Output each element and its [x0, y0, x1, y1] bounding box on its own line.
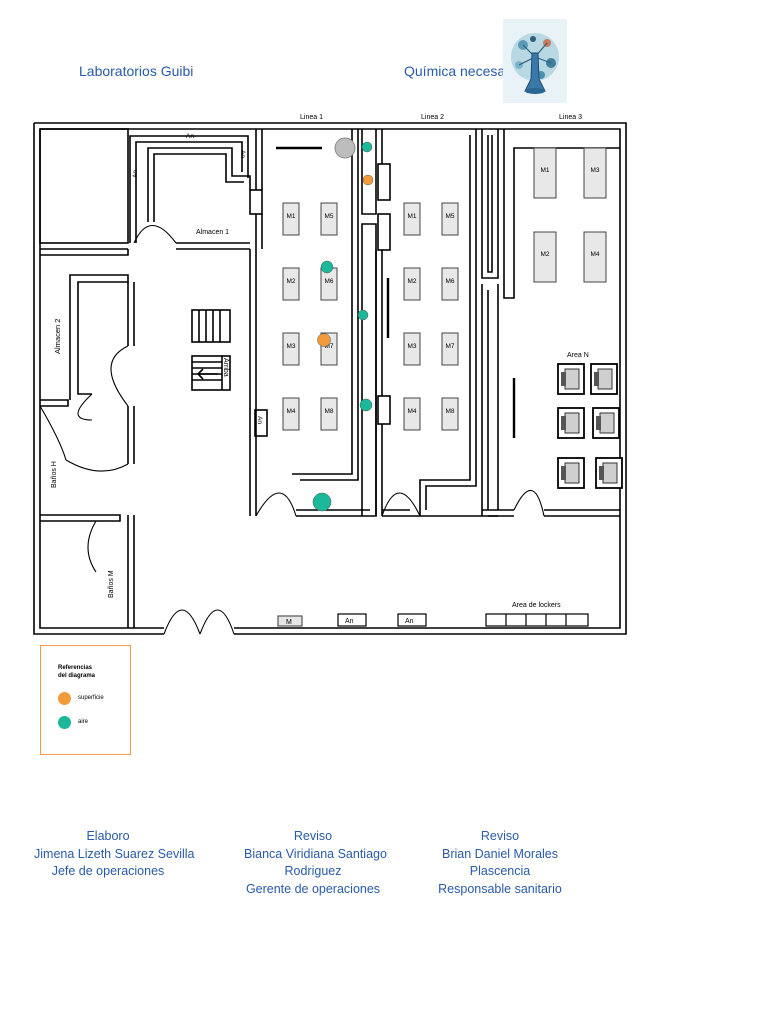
m-label: M [286, 619, 292, 626]
machine-label: M5 [324, 213, 333, 220]
air-sample-point-5 [357, 309, 369, 321]
air-sample-point-7 [312, 492, 332, 512]
line2-label: Linea 2 [421, 114, 444, 121]
banos-m-label: Baños M [108, 570, 115, 598]
an-label-bottom2: An [405, 618, 414, 625]
surface-sample-point-4 [317, 333, 331, 347]
an-label-hall: An [256, 416, 263, 424]
machine-line3-4 [583, 231, 607, 283]
machine-line1-2 [320, 202, 338, 236]
signature-line: Jimena Lizeth Suarez Sevilla [34, 846, 195, 861]
machine-label: M1 [407, 213, 416, 220]
legend-title-line2: del diagrama [58, 673, 96, 679]
banos-h-label: Baños H [51, 461, 58, 488]
logo [503, 19, 567, 103]
signature-line: Brian Daniel Morales [441, 846, 559, 861]
signature-reviso-1: Reviso Bianca Viridiana Santiago Rodrigu… [244, 828, 387, 898]
almacen1-label: Almacen 1 [196, 229, 229, 236]
an-label-bottom1: An [345, 618, 354, 625]
machine-line1-1 [282, 202, 300, 236]
area-n-unit-6 [595, 457, 623, 489]
machine-line2-4 [441, 267, 459, 301]
air-sample-point-3 [320, 260, 334, 274]
machine-label: M3 [590, 167, 599, 174]
stairs-label: Arriba [222, 358, 229, 377]
machine-line1-3 [282, 267, 300, 301]
machine-label: M8 [324, 408, 333, 415]
air-sample-point-1 [361, 141, 373, 153]
air-dot-icon [58, 716, 71, 729]
machine-line2-2 [441, 202, 459, 236]
an-label-left: An [132, 170, 139, 178]
machine-line2-8 [441, 397, 459, 431]
surface-sample-point-2 [362, 174, 374, 186]
sampling-points [312, 141, 374, 512]
machine-label: M3 [407, 343, 416, 350]
machine-line2-7 [403, 397, 421, 431]
machine-line2-6 [441, 332, 459, 366]
machine-line1-8 [320, 397, 338, 431]
signature-role: Reviso [480, 829, 520, 843]
legend-item-surface: superficie [78, 695, 104, 701]
area-n-unit-5 [557, 457, 585, 489]
area-n-equipment [557, 363, 623, 489]
signature-line: Plascencia [469, 864, 531, 878]
lockers-label: Area de lockers [512, 602, 561, 609]
machine-label: M3 [286, 343, 295, 350]
area-n-unit-2 [590, 363, 618, 395]
machine-label: M5 [445, 213, 454, 220]
surface-dot-icon [58, 692, 71, 705]
machine-label: M6 [324, 278, 333, 285]
company-tagline: Química necesaria [404, 63, 521, 79]
an-label-top: An [186, 133, 194, 140]
signature-line: Bianca Viridiana Santiago [244, 846, 387, 861]
area-n-unit-3 [557, 407, 585, 439]
line3-label: Linea 3 [559, 114, 582, 121]
machine-label: M2 [540, 251, 549, 258]
machine-line3-3 [533, 231, 557, 283]
machine-label: M7 [445, 343, 454, 350]
area-n-unit-4 [592, 407, 620, 439]
area-n-unit-1 [557, 363, 585, 395]
company-name: Laboratorios Guibi [79, 63, 194, 79]
legend-item-air: aire [78, 719, 89, 725]
machine-label: M4 [590, 251, 599, 258]
machine-label: M4 [286, 408, 295, 415]
machine-label: M7 [324, 343, 333, 350]
machine-line3-1 [533, 147, 557, 199]
signature-reviso-2: Reviso Brian Daniel Morales Plascencia R… [438, 828, 562, 898]
line1-label: Linea 1 [300, 114, 323, 121]
signature-line: Rodriguez [284, 864, 342, 878]
signature-line: Responsable sanitario [438, 881, 562, 896]
machine-line1-5 [282, 332, 300, 366]
an-label-right: An [239, 150, 246, 158]
machine-line1-7 [282, 397, 300, 431]
machine-label: M1 [540, 167, 549, 174]
machine-label: M1 [286, 213, 295, 220]
machine-line3-2 [583, 147, 607, 199]
column-marker [334, 137, 356, 159]
machine-line2-5 [403, 332, 421, 366]
machine-label: M2 [286, 278, 295, 285]
signature-elaboro: Elaboro Jimena Lizeth Suarez Sevilla Jef… [34, 828, 195, 881]
legend-box [40, 645, 131, 755]
machine-label: M4 [407, 408, 416, 415]
area-n-label: Area N [567, 352, 589, 359]
machine-line2-1 [403, 202, 421, 236]
signature-line: Gerente de operaciones [245, 881, 381, 896]
signature-role: Reviso [293, 829, 333, 843]
almacen2-label: Almacen 2 [53, 319, 62, 354]
signature-line: Jefe de operaciones [51, 864, 165, 878]
legend-title: Referencias del diagrama [58, 664, 118, 680]
machine-label: M2 [407, 278, 416, 285]
machine-line2-3 [403, 267, 421, 301]
legend-title-line1: Referencias [58, 665, 93, 671]
machine-label: M8 [445, 408, 454, 415]
machine-label: M6 [445, 278, 454, 285]
air-sample-point-6 [359, 398, 373, 412]
signature-role: Elaboro [86, 829, 130, 843]
